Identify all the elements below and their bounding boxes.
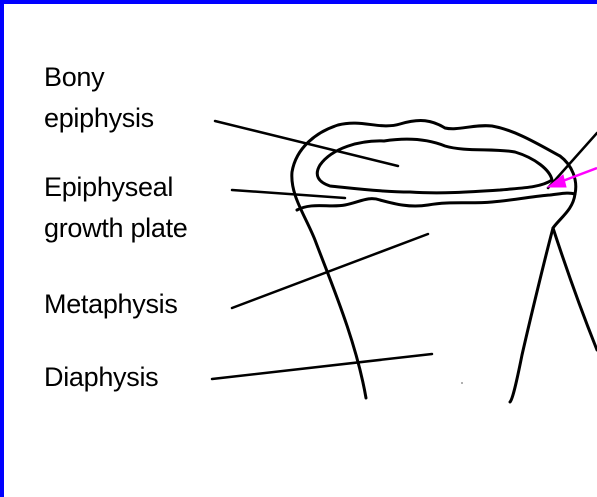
leader-top-right bbox=[548, 133, 597, 188]
leader-metaphysis bbox=[232, 234, 428, 308]
bony-epiphysis-outline bbox=[317, 139, 552, 193]
leader-growth-plate bbox=[232, 190, 345, 198]
bone-shaft-right bbox=[553, 228, 597, 350]
bone-outer-outline bbox=[292, 121, 576, 402]
growth-plate-line bbox=[297, 193, 575, 210]
leader-epiphysis bbox=[215, 121, 398, 166]
leader-diaphysis bbox=[212, 354, 432, 379]
speck bbox=[461, 382, 463, 384]
